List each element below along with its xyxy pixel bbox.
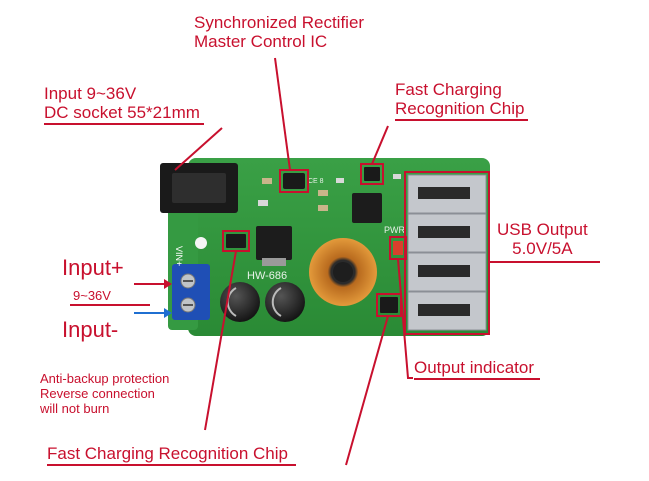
leader-fast-charge-bottom bbox=[345, 315, 389, 466]
capacitor-2 bbox=[265, 282, 305, 322]
label-input-voltage: 9~36V bbox=[73, 288, 111, 303]
label-input-spec: Input 9~36V DC socket 55*21mm bbox=[44, 84, 204, 126]
fast-charge-chip-top bbox=[364, 167, 380, 181]
label-input-minus: Input- bbox=[62, 317, 119, 342]
silk-vin: VIN+ bbox=[174, 246, 184, 266]
mounting-hole bbox=[195, 237, 207, 249]
usb-port-stack bbox=[407, 174, 487, 331]
mosfet-1 bbox=[352, 193, 382, 223]
pwr-led bbox=[393, 241, 403, 255]
mosfet-2-tab bbox=[262, 258, 286, 266]
label-sync-rectifier: Synchronized Rectifier Master Control IC bbox=[194, 13, 365, 52]
mosfet-2 bbox=[256, 226, 292, 260]
leader-rectifier bbox=[274, 57, 291, 171]
label-input-plus: Input+ bbox=[62, 255, 124, 280]
silk-pwr: PWR bbox=[384, 225, 405, 235]
silk-model: HW-686 bbox=[247, 270, 287, 282]
dc-socket-inner bbox=[172, 173, 226, 203]
rectifier-ic bbox=[283, 173, 305, 189]
highlight-rectifier-ic bbox=[279, 169, 309, 193]
leader-anti-backup bbox=[204, 250, 237, 431]
small-ic-left bbox=[226, 234, 246, 248]
arrow-input-plus-head bbox=[164, 279, 172, 289]
label-fast-charging-bottom: Fast Charging Recognition Chip bbox=[47, 444, 296, 467]
label-output-indicator: Output indicator bbox=[414, 358, 541, 381]
label-fast-charging-top: Fast Charging Recognition Chip bbox=[395, 80, 529, 122]
leader-input-spec bbox=[174, 127, 223, 171]
label-usb-output: USB Output 5.0V/5A bbox=[497, 220, 588, 259]
leader-output-indicator bbox=[397, 258, 413, 379]
leader-fast-charge-top bbox=[371, 125, 389, 165]
label-anti-backup: Anti-backup protection Reverse connectio… bbox=[40, 371, 170, 416]
capacitor-1 bbox=[220, 282, 260, 322]
arrow-input-minus-head bbox=[164, 308, 172, 318]
silk-chip: CE 8 bbox=[308, 178, 324, 185]
fast-charge-chip-bottom bbox=[380, 297, 398, 313]
